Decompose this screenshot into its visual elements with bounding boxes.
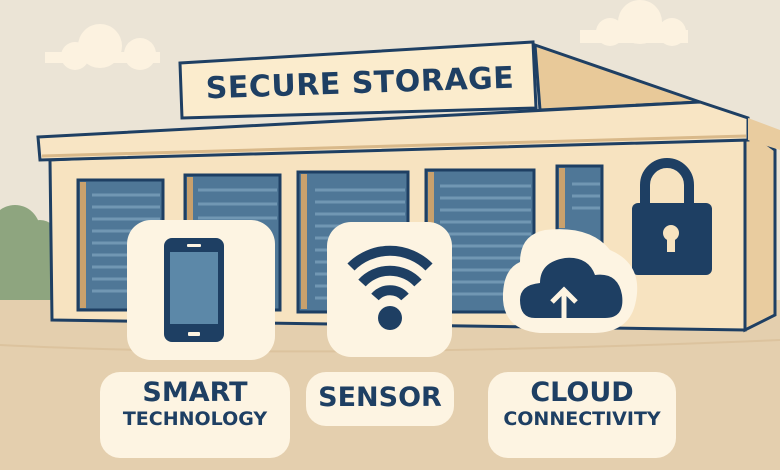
trees [0, 205, 58, 300]
feature-label-cloud-connectivity: CLOUD CONNECTIVITY [488, 372, 676, 458]
cloud-upload-icon [520, 257, 623, 318]
smartphone-icon [164, 238, 224, 342]
feature-label-smart-technology: SMART TECHNOLOGY [100, 372, 290, 458]
feature-label-sensor: SENSOR [306, 372, 454, 426]
padlock-icon [632, 158, 712, 275]
cloud-left [45, 24, 160, 70]
cloud-right [580, 0, 688, 46]
wifi-sensor-icon [347, 245, 433, 330]
